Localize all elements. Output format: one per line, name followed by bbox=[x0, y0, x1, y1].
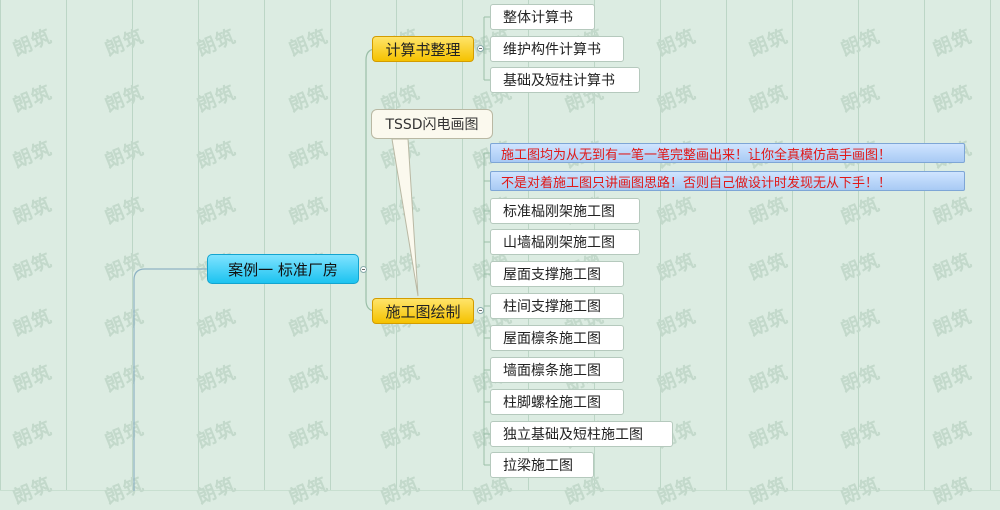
branch-drawing-node[interactable]: 施工图绘制 bbox=[372, 298, 474, 324]
calc-child-2[interactable]: 维护构件计算书 bbox=[490, 36, 624, 62]
calc-child-3[interactable]: 基础及短柱计算书 bbox=[490, 67, 640, 93]
grid-line bbox=[330, 0, 331, 491]
drawing-child-7[interactable]: 柱脚螺栓施工图 bbox=[490, 389, 624, 415]
trunk-connector bbox=[133, 268, 207, 491]
grid-line bbox=[132, 0, 133, 491]
grid-line bbox=[198, 0, 199, 491]
drawing-child-3[interactable]: 屋面支撑施工图 bbox=[490, 261, 624, 287]
drawing-child-4[interactable]: 柱间支撑施工图 bbox=[490, 293, 624, 319]
root-node[interactable]: 案例一 标准厂房 bbox=[207, 254, 359, 284]
grid-line bbox=[990, 0, 991, 491]
root-to-calc-connector bbox=[365, 48, 377, 269]
drawing-child-8[interactable]: 独立基础及短柱施工图 bbox=[490, 421, 673, 447]
calc-child-1[interactable]: 整体计算书 bbox=[490, 4, 595, 30]
drawing-child-6[interactable]: 墙面檩条施工图 bbox=[490, 357, 624, 383]
grid-line bbox=[858, 0, 859, 491]
drawing-child-2[interactable]: 山墙榀刚架施工图 bbox=[490, 229, 640, 255]
grid-line bbox=[726, 0, 727, 491]
grid-line bbox=[792, 0, 793, 491]
drawing-child-9[interactable]: 拉梁施工图 bbox=[490, 452, 594, 478]
drawing-collapse-icon[interactable] bbox=[477, 307, 484, 314]
highlight-note-2[interactable]: 不是对着施工图只讲画图思路！否则自己做设计时发现无从下手！！ bbox=[490, 171, 965, 191]
connector-lines bbox=[133, 16, 490, 491]
root-collapse-icon[interactable] bbox=[360, 266, 367, 273]
drawing-child-1[interactable]: 标准榀刚架施工图 bbox=[490, 198, 640, 224]
grid-line bbox=[66, 0, 67, 491]
highlight-note-1[interactable]: 施工图均为从无到有一笔一笔完整画出来！让你全真模仿高手画图！ bbox=[490, 143, 965, 163]
callout-pointer bbox=[391, 138, 419, 297]
drawing-child-5[interactable]: 屋面檩条施工图 bbox=[490, 325, 624, 351]
grid-line bbox=[660, 0, 661, 491]
grid-line bbox=[264, 0, 265, 491]
branch-calc-node[interactable]: 计算书整理 bbox=[372, 36, 474, 62]
grid-line bbox=[462, 0, 463, 491]
grid-line bbox=[924, 0, 925, 491]
calc-collapse-icon[interactable] bbox=[477, 45, 484, 52]
grid-line bbox=[396, 0, 397, 491]
grid-line bbox=[0, 0, 1, 491]
callout-node[interactable]: TSSD闪电画图 bbox=[371, 109, 493, 139]
